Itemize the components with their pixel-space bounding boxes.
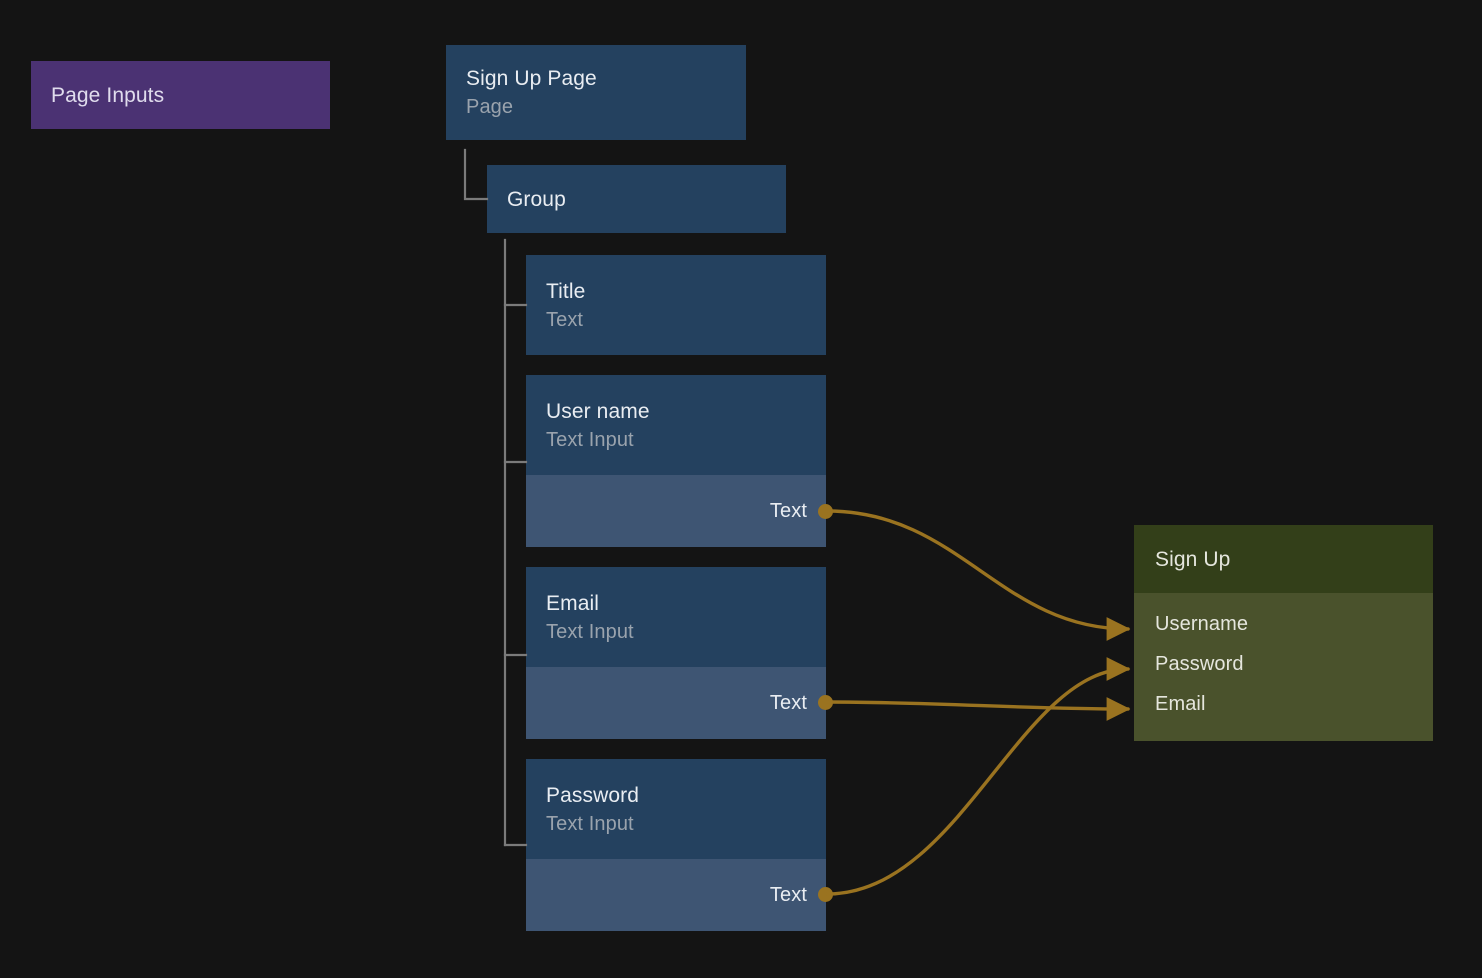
node-user-name-subtitle: Text Input: [546, 428, 634, 451]
node-email-body: Email Text Input: [526, 567, 826, 667]
node-title-subtitle: Text: [546, 308, 584, 331]
node-user-name-title: User name: [546, 399, 650, 423]
node-password[interactable]: Password Text Input: [526, 759, 826, 859]
page-inputs-label-text: Page Inputs: [51, 83, 165, 107]
page-inputs-label-box[interactable]: Page Inputs: [31, 61, 330, 129]
panel-sign-up-header-text: Sign Up: [1155, 547, 1231, 571]
node-email-subtitle: Text Input: [546, 620, 634, 643]
port-user-name-text-label: Text: [769, 500, 807, 522]
node-sign-up-page-title: Sign Up Page: [466, 67, 597, 90]
node-user-name[interactable]: User name Text Input: [526, 375, 826, 475]
port-password-text[interactable]: Text: [526, 859, 826, 931]
node-title[interactable]: Title Text: [526, 255, 826, 355]
node-password-title: Password: [546, 783, 640, 807]
node-password-subtitle: Text Input: [546, 812, 634, 835]
edge-email: [825, 697, 1131, 721]
port-dot-password[interactable]: [818, 887, 833, 902]
edge-password: [825, 657, 1131, 896]
edge-username: [825, 509, 1131, 641]
panel-row-email[interactable]: Email: [1155, 693, 1206, 715]
node-sign-up-page-body: Sign Up Page Page: [446, 45, 746, 140]
node-password-body: Password Text Input: [526, 759, 826, 859]
port-dot-email[interactable]: [818, 695, 833, 710]
node-group[interactable]: Group: [487, 165, 786, 233]
port-dot-user-name[interactable]: [818, 504, 833, 519]
panel-row-password[interactable]: Password: [1155, 653, 1244, 675]
panel-sign-up-body: Username Password Email: [1134, 593, 1433, 741]
port-email-text-label: Text: [769, 692, 807, 714]
port-password-text-label: Text: [769, 884, 807, 906]
panel-sign-up-header: Sign Up: [1134, 525, 1433, 593]
node-sign-up-page-subtitle: Page: [466, 96, 514, 118]
port-user-name-text[interactable]: Text: [526, 475, 826, 547]
node-title-title: Title: [546, 279, 586, 303]
node-title-body: Title Text: [526, 255, 826, 355]
node-email[interactable]: Email Text Input: [526, 567, 826, 667]
panel-row-username[interactable]: Username: [1155, 613, 1249, 635]
node-group-title: Group: [507, 187, 566, 211]
node-group-body: Group: [487, 165, 786, 233]
node-sign-up-page[interactable]: Sign Up Page Page: [446, 45, 746, 140]
node-email-title: Email: [546, 591, 600, 615]
port-email-text[interactable]: Text: [526, 667, 826, 739]
node-user-name-body: User name Text Input: [526, 375, 826, 475]
panel-sign-up[interactable]: Sign Up Username Password Email: [1134, 525, 1433, 741]
